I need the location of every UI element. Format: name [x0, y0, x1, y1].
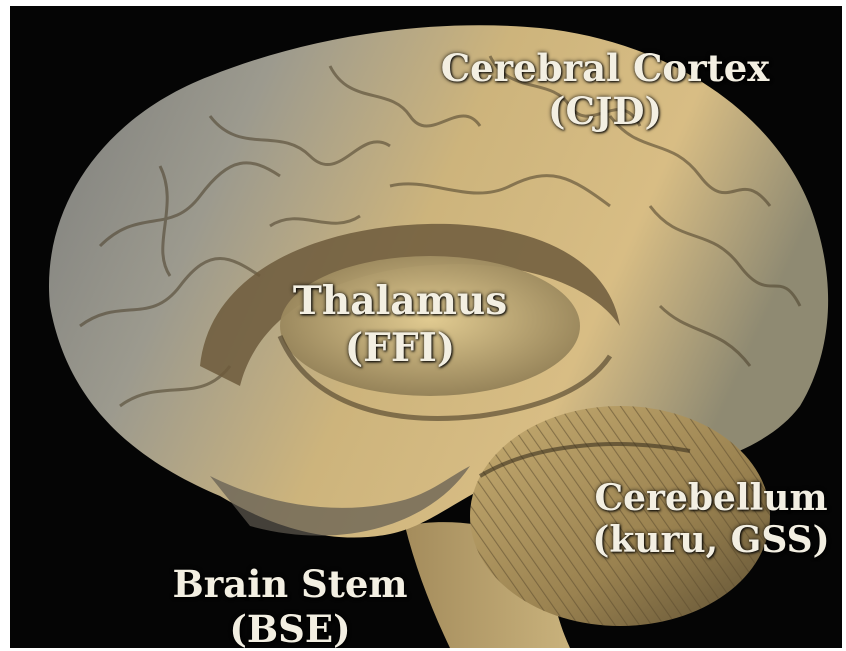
thalamus-disease: (FFI): [250, 329, 550, 368]
thalamus-name: Thalamus: [250, 282, 550, 321]
cerebellum-label: Cerebellum (kuru, GSS): [580, 480, 842, 558]
cerebellum-disease: (kuru, GSS): [580, 522, 842, 558]
cerebellum-name: Cerebellum: [580, 480, 842, 516]
cerebral-cortex-name: Cerebral Cortex: [405, 50, 805, 87]
brain-stem-name: Brain Stem: [160, 566, 420, 603]
cerebral-cortex-label: Cerebral Cortex (CJD): [405, 50, 805, 130]
brain-stem-label: Brain Stem (BSE): [160, 566, 420, 648]
thalamus-label: Thalamus (FFI): [250, 282, 550, 368]
cerebral-cortex-disease: (CJD): [405, 93, 805, 130]
brain-illustration: Cerebral Cortex (CJD) Thalamus (FFI) Cer…: [10, 6, 842, 648]
brain-stem-disease: (BSE): [160, 611, 420, 648]
